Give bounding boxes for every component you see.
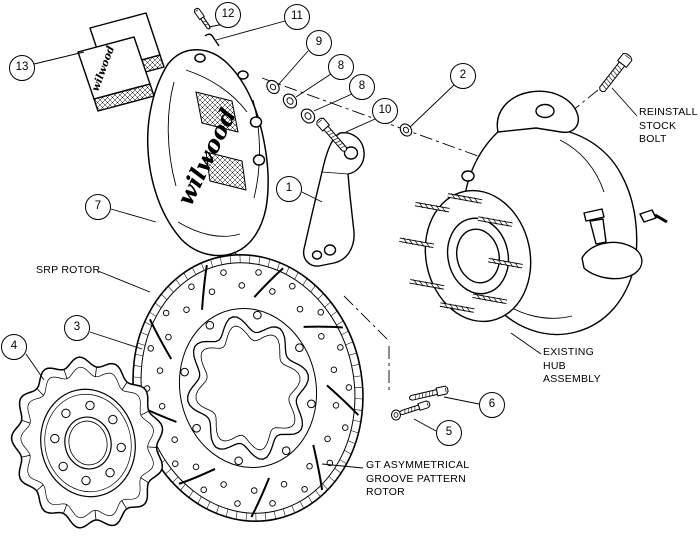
bracket-bolt-drawing	[316, 117, 348, 152]
callout-9: 9	[306, 30, 332, 56]
callout-7: 7	[85, 194, 111, 220]
brake-pads-drawing	[77, 12, 165, 112]
caliper-drawing	[146, 49, 269, 257]
callout-12: 12	[215, 2, 241, 28]
rotor-bolt-6-drawing	[408, 385, 449, 401]
pad-retainer-bolt-drawing	[194, 7, 211, 30]
caliper-bracket-drawing	[302, 132, 365, 267]
callout-4: 4	[1, 334, 27, 360]
generated-line-art	[10, 7, 668, 529]
callout-13: 13	[9, 55, 35, 81]
srp-rotor-drawing	[132, 254, 364, 522]
label-gt-rotor: GT ASYMMETRICAL GROOVE PATTERN ROTOR	[366, 459, 470, 498]
callout-6: 6	[479, 392, 505, 418]
label-reinstall-stock-bolt: REINSTALL STOCK BOLT	[639, 106, 698, 145]
callout-2: 2	[450, 63, 476, 89]
callout-1: 1	[276, 176, 302, 202]
callout-8b: 8	[349, 74, 375, 100]
stock-bolt-drawing	[599, 53, 633, 93]
callout-10: 10	[372, 98, 398, 124]
label-srp-rotor: SRP ROTOR	[36, 264, 101, 276]
callout-5: 5	[436, 420, 462, 446]
rotor-hat-drawing	[10, 356, 164, 529]
label-existing-hub-assembly: EXISTING HUB ASSEMBLY	[543, 346, 601, 385]
callout-3: 3	[64, 315, 90, 341]
hub-assembly-drawing	[399, 90, 668, 336]
retainer-pin-drawing	[204, 33, 220, 47]
callout-8a: 8	[328, 54, 354, 80]
callout-11: 11	[284, 4, 310, 30]
rotor-bolt-5-drawing	[399, 400, 431, 416]
washers-drawing	[266, 79, 413, 421]
